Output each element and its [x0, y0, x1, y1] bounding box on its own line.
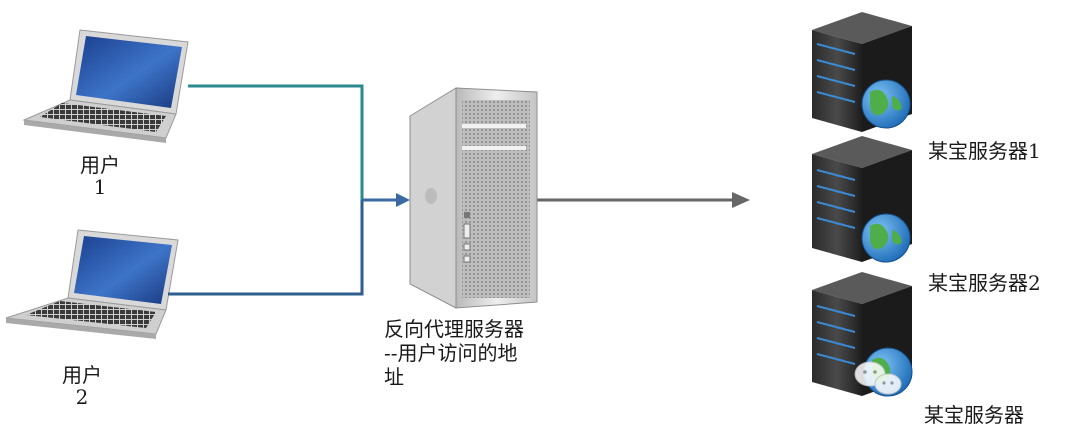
server1-label: 某宝服务器1 [928, 139, 1041, 163]
laptop-icon [5, 229, 179, 339]
user1-label-line1: 用户 [80, 153, 120, 177]
user2-label-line1: 用户 [62, 363, 102, 387]
proxy-label-line3: 址 [384, 365, 404, 389]
globe-icon [861, 213, 911, 263]
proxy-label: 反向代理服务器 --用户访问的地 址 [384, 318, 524, 388]
arrow-to-servers [537, 192, 750, 208]
user1-label-line2: 1 [93, 175, 107, 199]
user1-connection-line [188, 84, 364, 200]
user2-label-line2: 2 [75, 385, 89, 409]
wechat-watermark-icon [854, 361, 902, 395]
user1-label: 用户 1 [70, 154, 130, 198]
proxy-label-line1: 反向代理服务器 [384, 317, 524, 341]
proxy-label-line2: --用户访问的地 [384, 341, 518, 365]
server2-label: 某宝服务器2 [928, 271, 1041, 295]
arrow-to-proxy [362, 193, 410, 207]
laptop-icon [22, 29, 189, 143]
user2-connection-line [168, 200, 364, 296]
server3-label: 某宝服务器 [924, 403, 1024, 427]
user2-label: 用户 2 [52, 364, 112, 408]
globe-icon [861, 79, 911, 129]
proxy-server-icon [409, 87, 538, 309]
